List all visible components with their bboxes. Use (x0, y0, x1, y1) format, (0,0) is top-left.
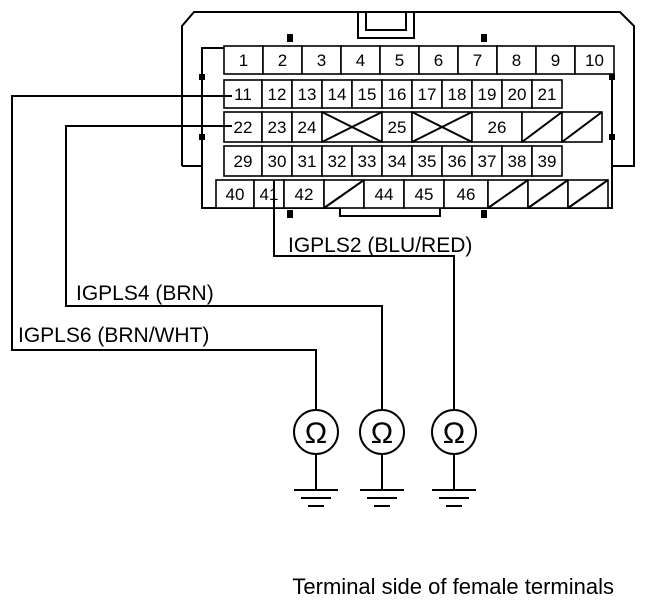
pin-label: 15 (358, 85, 377, 104)
pin-label: 36 (448, 152, 467, 171)
cavity (501, 145, 533, 177)
pin-label: 32 (328, 152, 347, 171)
pin-label: 46 (457, 185, 476, 204)
cavity (381, 111, 413, 143)
pin-label: 24 (298, 118, 317, 137)
unused-cavity-mark (323, 179, 365, 209)
pin-label: 23 (268, 118, 287, 137)
pin-label: 25 (388, 118, 407, 137)
cavity (441, 145, 473, 177)
pin-label: 37 (478, 152, 497, 171)
wire-igpls2 (273, 180, 455, 410)
cavity (531, 145, 563, 177)
cavity (471, 111, 523, 143)
ground-icon (294, 454, 338, 507)
ohm-icon: Ω (371, 417, 393, 450)
pin-label: 31 (298, 152, 317, 171)
pin-label: 40 (226, 185, 245, 204)
pin-label: 30 (268, 152, 287, 171)
pin-label: 12 (268, 85, 287, 104)
cavity (261, 79, 293, 109)
cavity (535, 45, 576, 75)
wire-label-igpls2: IGPLS2 (BLU/RED) (288, 234, 472, 257)
unused-cavity-mark (561, 111, 603, 143)
pin-label: 44 (375, 185, 394, 204)
cavity (363, 179, 405, 209)
pin-label: 19 (478, 85, 497, 104)
pin-label: 10 (585, 51, 604, 70)
pin-label: 7 (473, 51, 482, 70)
cavity (379, 45, 420, 75)
ground-icon (360, 454, 404, 507)
pin-label: 45 (415, 185, 434, 204)
wire-label-igpls6: IGPLS6 (BRN/WHT) (18, 324, 209, 347)
pin-label: 41 (260, 185, 279, 204)
cavity (531, 79, 563, 109)
cavity (411, 79, 443, 109)
wire-igpls6 (11, 95, 317, 410)
cavity (471, 145, 503, 177)
cavity (574, 45, 615, 75)
cavity (441, 79, 473, 109)
pin-label: 21 (538, 85, 557, 104)
pin-label: 39 (538, 152, 557, 171)
unused-cavity-mark (527, 179, 569, 209)
pin-label: 34 (388, 152, 407, 171)
pin-label: 14 (328, 85, 347, 104)
cavity (253, 179, 285, 209)
wire-igpls4 (65, 125, 383, 410)
cavity (261, 145, 293, 177)
unused-cavity-mark (567, 179, 609, 209)
ohmmeter-1: Ω (293, 409, 339, 507)
pin-label: 6 (434, 51, 443, 70)
cavity (223, 79, 263, 109)
unused-cavity-mark (521, 111, 563, 143)
unused-cavity-mark (411, 111, 473, 143)
cavity (443, 179, 489, 209)
cavity (261, 111, 293, 143)
pin-label: 26 (488, 118, 507, 137)
pin-label: 11 (234, 85, 252, 104)
ohm-icon: Ω (443, 417, 465, 450)
pin-label: 22 (234, 118, 253, 137)
cavity (283, 179, 325, 209)
pin-label: 9 (551, 51, 560, 70)
cavity (301, 45, 342, 75)
ohmmeter-3: Ω (431, 409, 477, 507)
caption: Terminal side of female terminals (292, 574, 614, 599)
ground-icon (432, 454, 476, 507)
pin-label: 5 (395, 51, 404, 70)
ohmmeter-2: Ω (359, 409, 405, 507)
pin-label: 4 (356, 51, 365, 70)
cavity (262, 45, 303, 75)
pin-label: 16 (388, 85, 407, 104)
pin-label: 35 (418, 152, 437, 171)
cavity (501, 79, 533, 109)
pin-label: 42 (295, 185, 314, 204)
pin-label: 17 (418, 85, 437, 104)
pin-label: 20 (508, 85, 527, 104)
pin-label: 2 (278, 51, 287, 70)
cavity (291, 111, 323, 143)
unused-cavity-mark (321, 111, 383, 143)
cavity (381, 145, 413, 177)
ohm-icon: Ω (305, 417, 327, 450)
pin-label: 3 (317, 51, 326, 70)
cavity (223, 45, 264, 75)
pin-label: 33 (358, 152, 377, 171)
pin-label: 29 (234, 152, 253, 171)
unused-cavity-mark (487, 179, 529, 209)
pin-label: 1 (239, 51, 248, 70)
pin-label: 13 (298, 85, 317, 104)
pin-label: 18 (448, 85, 467, 104)
pin-label: 8 (512, 51, 521, 70)
wire-label-igpls4: IGPLS4 (BRN) (76, 282, 214, 305)
pin-label: 38 (508, 152, 527, 171)
